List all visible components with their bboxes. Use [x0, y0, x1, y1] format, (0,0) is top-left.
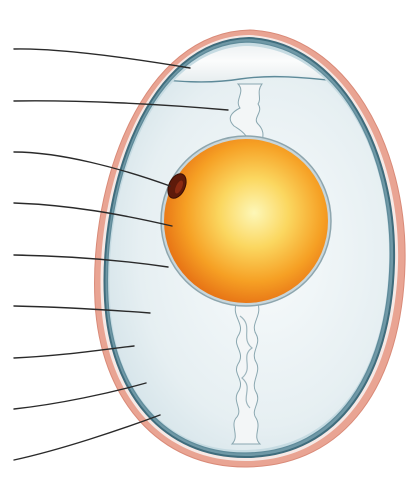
- leader-line-shell: [14, 415, 160, 460]
- leader-line-air-cell: [14, 49, 190, 68]
- yolk: [164, 139, 328, 303]
